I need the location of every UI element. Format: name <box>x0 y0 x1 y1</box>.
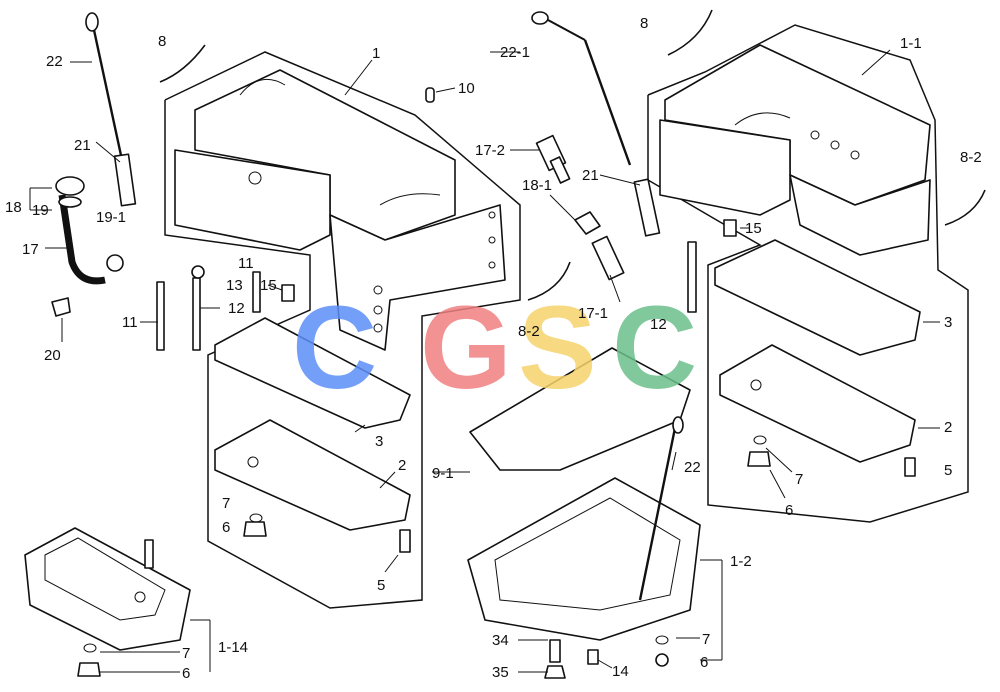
callout: 2 <box>398 457 406 474</box>
callout: 35 <box>492 664 509 681</box>
sensor-17-1 <box>591 235 625 281</box>
watermark-letter-4: C <box>612 282 697 414</box>
callout: 11 <box>238 255 254 272</box>
dipstick-22-left <box>85 12 137 207</box>
crankcase-part-1 <box>174 69 506 351</box>
callout: 6 <box>182 665 190 682</box>
callout: 10 <box>458 80 475 97</box>
callout: 22 <box>684 459 701 476</box>
callout: 17-2 <box>475 142 505 159</box>
callout: 8 <box>158 33 166 50</box>
callout: 8 <box>640 15 648 32</box>
callout: 13 <box>226 277 243 294</box>
callout: 6 <box>785 502 793 519</box>
gasket-3-right <box>714 239 921 356</box>
gasket-3-left <box>214 317 411 429</box>
callout: 22-1 <box>500 44 530 61</box>
callout: 1-2 <box>730 553 752 570</box>
left-assembly-frame <box>164 51 521 609</box>
callout: 12 <box>650 316 667 333</box>
watermark-letter-2: G <box>420 282 512 414</box>
sensor-flange-18-1 <box>574 211 601 235</box>
callout: 19-1 <box>96 209 126 226</box>
callout: 15 <box>745 220 762 237</box>
callout: 7 <box>795 471 803 488</box>
watermark-letter-1: C <box>292 282 377 414</box>
callout: 3 <box>375 433 383 450</box>
callout: 17 <box>22 241 39 258</box>
callout: 1-1 <box>900 35 922 52</box>
callout: 7 <box>222 495 230 512</box>
callout: 21 <box>582 167 599 184</box>
callout: 8-2 <box>518 323 540 340</box>
callout-labels: 1 1-1 1-2 1-14 2 2 2 3 3 5 5 6 6 6 6 7 7… <box>5 15 982 682</box>
callout: 6 <box>700 654 708 671</box>
callout: 14 <box>612 663 629 680</box>
callout: 12 <box>228 300 245 317</box>
callout: 21 <box>74 137 91 154</box>
drain-plug-right <box>747 435 916 477</box>
callout: 1-14 <box>218 639 248 656</box>
callout: 17-1 <box>578 305 608 322</box>
callout: 20 <box>44 347 61 364</box>
seal-8-2-center <box>527 261 571 301</box>
sump-plate-2-right <box>719 344 916 463</box>
seal-8-left <box>159 44 206 83</box>
callout: 9-1 <box>432 465 454 482</box>
oil-pan-1-2 <box>467 416 701 679</box>
drain-plug-left <box>243 513 411 553</box>
small-oil-pan-1-14 <box>24 527 191 651</box>
leader-lines <box>29 49 940 673</box>
bolts-left-group <box>156 87 435 351</box>
drain-plug-small-pan <box>77 643 101 677</box>
seal-8-right <box>667 9 713 56</box>
callout: 7 <box>182 645 190 662</box>
callout: 6 <box>222 519 230 536</box>
callout: 34 <box>492 632 509 649</box>
watermark-letter-3: S <box>518 282 597 414</box>
callout: 2 <box>944 419 952 436</box>
callout: 5 <box>944 462 952 479</box>
callout: 8-2 <box>960 149 982 166</box>
crankcase-part-1-1 <box>659 44 931 313</box>
callout: 18-1 <box>522 177 552 194</box>
callout: 18 <box>5 199 22 216</box>
callout: 1 <box>372 45 380 62</box>
level-sensor-17-2 <box>535 134 571 184</box>
dipstick-22-1-center <box>531 11 661 237</box>
callout: 3 <box>944 314 952 331</box>
callout: 15 <box>260 277 277 294</box>
sump-plate-2-left <box>214 419 411 531</box>
seal-8-2-right <box>944 189 986 226</box>
callout: 5 <box>377 577 385 594</box>
callout: 19 <box>32 202 49 219</box>
callout: 22 <box>46 53 63 70</box>
cgsc-watermark: C G S C <box>292 282 697 414</box>
callout: 7 <box>702 631 710 648</box>
callout: 11 <box>122 314 138 331</box>
oil-filler-tube-17 <box>51 176 124 317</box>
